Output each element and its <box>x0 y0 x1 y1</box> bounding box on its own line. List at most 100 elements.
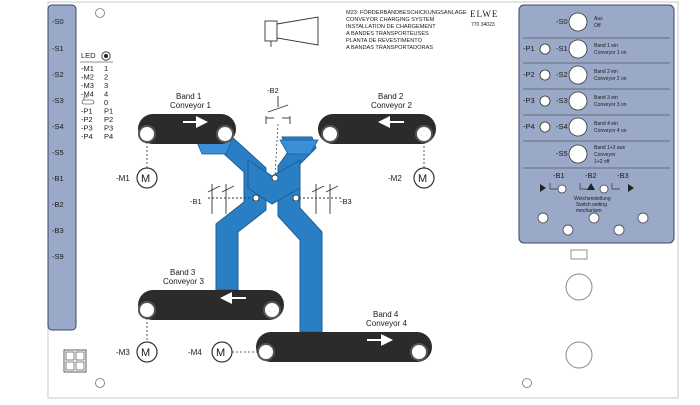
switch-b1-button[interactable] <box>537 212 549 224</box>
button-desc: Band 4 ein <box>594 121 618 127</box>
button-desc: Conveyor 1 on <box>594 50 627 56</box>
switch-b2-button[interactable] <box>588 212 600 224</box>
conveyor-4-label-en: Conveyor 4 <box>366 319 407 328</box>
button-desc: 1+2 off <box>594 159 610 165</box>
led-row-value: P2 <box>104 115 113 124</box>
lamp-label-p2: -P2 <box>523 70 535 79</box>
led-row-value: P3 <box>104 124 113 133</box>
lamp-p1-icon <box>539 43 551 55</box>
button-s4[interactable] <box>568 117 588 137</box>
flap-pivot-icon <box>292 194 300 202</box>
roller-icon <box>263 301 281 319</box>
led-row-name: -M3 <box>81 81 94 90</box>
button-desc: Conveyor <box>594 152 616 158</box>
led-row-value: 0 <box>104 98 108 107</box>
button-desc: Conveyor 2 on <box>594 76 627 82</box>
led-row-name: -M1 <box>81 64 94 73</box>
roller-icon <box>410 343 428 361</box>
rail-label: -S3 <box>52 96 64 105</box>
switch-b3-icon <box>299 184 342 214</box>
title-line: PLANTA DE REVESTIMENTO <box>346 38 423 44</box>
rail-label: -S5 <box>52 148 64 157</box>
led-row-name: -P2 <box>81 115 93 124</box>
switch-setting-b1-label: -B1 <box>553 171 565 180</box>
socket-icon <box>565 341 593 369</box>
button-s2[interactable] <box>568 65 588 85</box>
motor-icon <box>136 167 158 189</box>
led-row-value: 4 <box>104 90 108 99</box>
switch-setting-b3-label: -B3 <box>617 171 629 180</box>
title-line: INSTALLATION DE CHARGEMENT <box>346 24 436 30</box>
motor-m1-label: -M1 <box>116 174 130 183</box>
indicator-icon <box>599 184 609 194</box>
motor-m1: M -M1 <box>116 142 158 189</box>
roller-icon <box>216 125 234 143</box>
lamp-label-p1: -P1 <box>523 44 535 53</box>
socket-slot-icon <box>570 249 588 260</box>
switch-b3-button[interactable] <box>637 212 649 224</box>
switch-label-b1: -B1 <box>190 197 202 206</box>
button-desc: Band 1+2 aus <box>594 145 625 151</box>
conveyor-3-label-en: Conveyor 3 <box>163 277 204 286</box>
led-row-value: 3 <box>104 81 108 90</box>
button-desc: Aus <box>594 16 603 22</box>
indicator-icon <box>557 184 567 194</box>
belt-2 <box>318 114 436 144</box>
led-dot-icon <box>104 54 108 58</box>
button-s5[interactable] <box>568 144 588 164</box>
switch-setting-text: Switch setting <box>576 202 607 208</box>
roller-icon <box>138 301 156 319</box>
control-panel <box>518 4 675 244</box>
lamp-label-p3: -P3 <box>523 96 535 105</box>
conveyor-1-label-de: Band 1 <box>176 92 202 101</box>
motor-m2-label: -M2 <box>388 174 402 183</box>
motor-symbol: M <box>141 173 150 185</box>
switch-b2-icon <box>265 96 291 124</box>
led-row-name: -M2 <box>81 73 94 82</box>
left-rail-labels: -S0 -S1 -S2 -S3 -S4 -S5 -B1 -B2 -B3 -S9 <box>52 17 64 261</box>
button-s1[interactable] <box>568 39 588 59</box>
flap-pivot-icon <box>252 194 260 202</box>
conveyor-2-label-de: Band 2 <box>378 92 404 101</box>
button-desc: Conveyor 4 on <box>594 128 627 134</box>
switch-label-b3: -B3 <box>340 197 352 206</box>
button-s0[interactable] <box>568 12 588 32</box>
rail-label: -S1 <box>52 44 64 53</box>
triangle-left-icon <box>540 184 546 192</box>
switch-b1-icon <box>207 184 253 214</box>
conveyor-4: Band 4 Conveyor 4 <box>256 310 432 362</box>
motor-symbol: M <box>141 347 150 359</box>
lamp-p4-icon <box>539 121 551 133</box>
led-row-name: -M4 <box>81 90 94 99</box>
button-label-s0: -S0 <box>556 17 568 26</box>
button-label-s5: -S5 <box>556 149 568 158</box>
switch-setting-area: -B1 -B2 -B3 Weichenstellung Switch setti… <box>537 171 649 236</box>
button-label-s2: -S2 <box>556 70 568 79</box>
conveyor-1-label-en: Conveyor 1 <box>170 101 211 110</box>
belt-3 <box>138 290 284 320</box>
belt-1 <box>138 114 236 144</box>
conveyor-2-label-en: Conveyor 2 <box>371 101 412 110</box>
button-s3[interactable] <box>568 91 588 111</box>
button-desc: Conveyor 3 on <box>594 102 627 108</box>
rail-label: -S9 <box>52 252 64 261</box>
lamp-label-p4: -P4 <box>523 122 535 131</box>
switch-setting-text: mechanism <box>576 208 602 214</box>
motor-icon <box>136 341 158 363</box>
button-label-s3: -S3 <box>556 96 568 105</box>
indicator-icon <box>562 224 574 236</box>
rail-label: -B3 <box>52 226 64 235</box>
motor-m4: M -M4 <box>188 341 258 363</box>
triangle-right-icon <box>628 184 634 192</box>
led-row-name: -P1 <box>81 107 93 116</box>
button-desc: Band 1 ein <box>594 43 618 49</box>
lamp-p2-icon <box>539 69 551 81</box>
button-desc: Off <box>594 23 601 29</box>
motor-symbol: M <box>418 173 427 185</box>
roller-icon <box>257 343 275 361</box>
control-panel-rows: -S0 Aus Off -P1 -S1 Band 1 ein Conveyor … <box>523 12 670 169</box>
led-row-value: 2 <box>104 73 108 82</box>
led-row-name: -P3 <box>81 124 93 133</box>
roller-icon <box>321 125 339 143</box>
motor-symbol: M <box>216 347 225 359</box>
